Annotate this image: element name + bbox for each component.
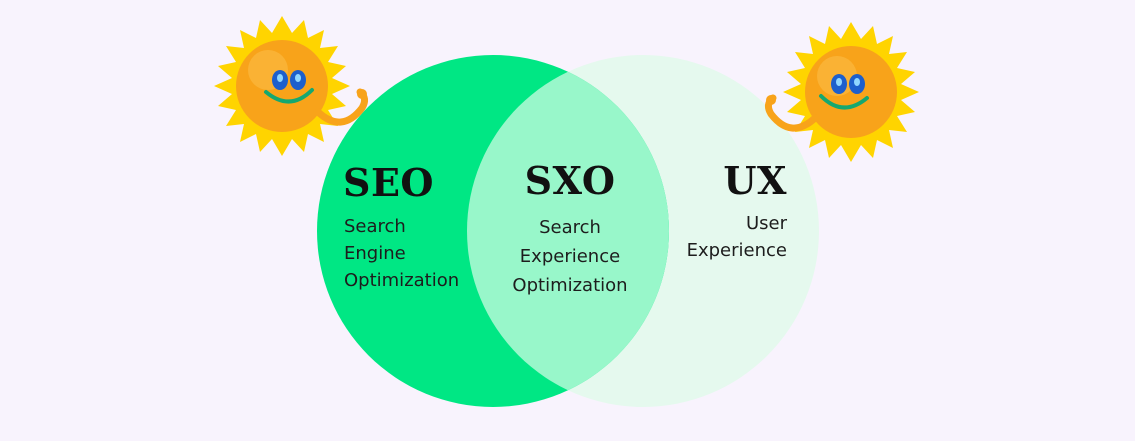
seo-title: SEO [343,160,435,205]
seo-description: Search Engine Optimization [344,213,459,294]
sxo-title: SXO [524,158,616,203]
ux-line: Experience [686,240,787,261]
sxo-line: Search [539,217,601,238]
sun-mascot-icon-right [764,22,919,162]
sxo-line: Experience [519,246,621,267]
ux-title: UX [723,158,787,203]
sxo-overlap [467,55,669,407]
seo-line: Engine [344,243,406,264]
sxo-description: Search Experience Optimization [470,213,670,300]
sxo-line: Optimization [512,275,628,296]
ux-line: User [745,213,787,234]
sun-mascot-icon-left [214,16,369,156]
seo-line: Optimization [344,270,460,291]
seo-line: Search [344,216,406,237]
ux-description: User Experience [687,210,787,264]
